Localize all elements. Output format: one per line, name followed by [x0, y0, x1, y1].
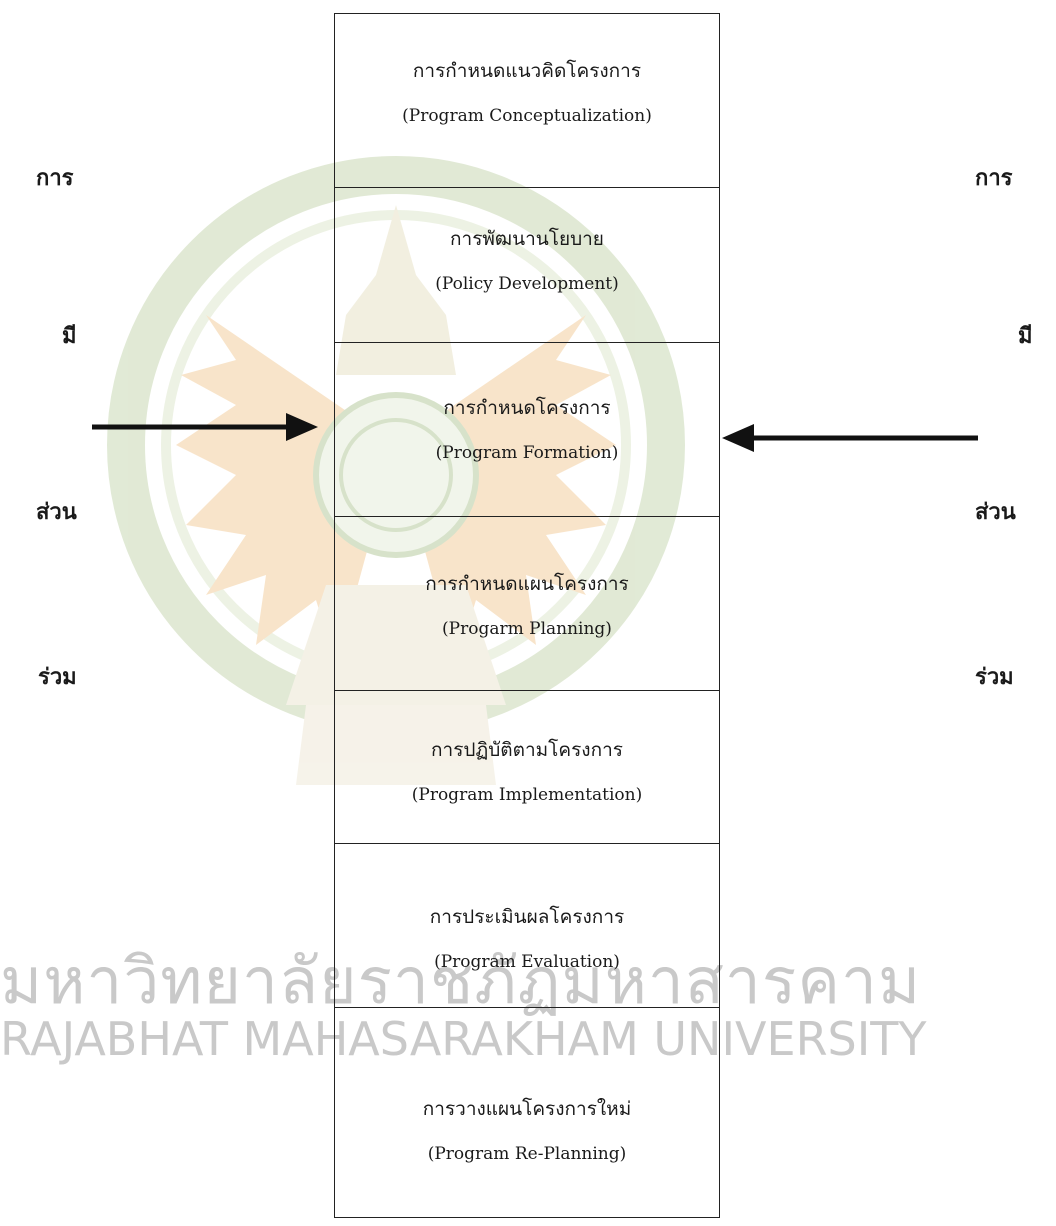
stage-english-label: (Policy Development): [435, 274, 619, 294]
left-label-3: ส่วน: [36, 500, 77, 525]
right-label-1: การ: [975, 166, 1013, 191]
right-label-2: มี: [1018, 324, 1033, 349]
stage-english-label: (Program Evaluation): [434, 952, 620, 972]
stage-english-label: (Progarm Planning): [442, 619, 612, 639]
stage-thai-label: การกำหนดโครงการ: [443, 397, 611, 419]
program-stage-stack: การกำหนดแนวคิดโครงการ (Program Conceptua…: [334, 13, 720, 1218]
stage-thai-label: การพัฒนานโยบาย: [450, 228, 604, 250]
stage-box-conceptualization: การกำหนดแนวคิดโครงการ (Program Conceptua…: [335, 14, 719, 187]
stage-english-label: (Program Formation): [435, 443, 619, 463]
stage-thai-label: การประเมินผลโครงการ: [429, 906, 625, 928]
watermark-thai-text: มหาวิทยาลัยราชภัฏมหาสารคาม: [0, 945, 922, 1019]
university-seal-watermark: [107, 156, 685, 785]
left-label-4: ร่วม: [38, 665, 77, 690]
right-label-4: ร่วม: [975, 665, 1014, 690]
stage-box-implementation: การปฏิบัติตามโครงการ (Program Implementa…: [335, 690, 719, 843]
stage-thai-label: การวางแผนโครงการใหม่: [422, 1098, 632, 1120]
left-label-1: การ: [36, 166, 74, 191]
stage-box-policy-development: การพัฒนานโยบาย (Policy Development): [335, 187, 719, 342]
stage-box-evaluation: การประเมินผลโครงการ (Program Evaluation): [335, 843, 719, 1007]
right-arrow: [722, 424, 978, 452]
stage-thai-label: การกำหนดแผนโครงการ: [425, 573, 629, 595]
right-label-3: ส่วน: [975, 500, 1016, 525]
left-arrow: [92, 413, 318, 441]
left-label-2: มี: [62, 324, 77, 349]
stage-box-planning: การกำหนดแผนโครงการ (Progarm Planning): [335, 516, 719, 690]
stage-english-label: (Program Conceptualization): [402, 106, 652, 126]
stage-english-label: (Program Implementation): [411, 785, 643, 805]
stage-box-formation: การกำหนดโครงการ (Program Formation): [335, 342, 719, 516]
stage-thai-label: การกำหนดแนวคิดโครงการ: [412, 60, 642, 82]
stage-box-re-planning: การวางแผนโครงการใหม่ (Program Re-Plannin…: [335, 1007, 719, 1219]
watermark-english-text: RAJABHAT MAHASARAKHAM UNIVERSITY: [0, 1012, 927, 1066]
stage-thai-label: การปฏิบัติตามโครงการ: [431, 739, 623, 761]
stage-english-label: (Program Re-Planning): [427, 1144, 627, 1164]
